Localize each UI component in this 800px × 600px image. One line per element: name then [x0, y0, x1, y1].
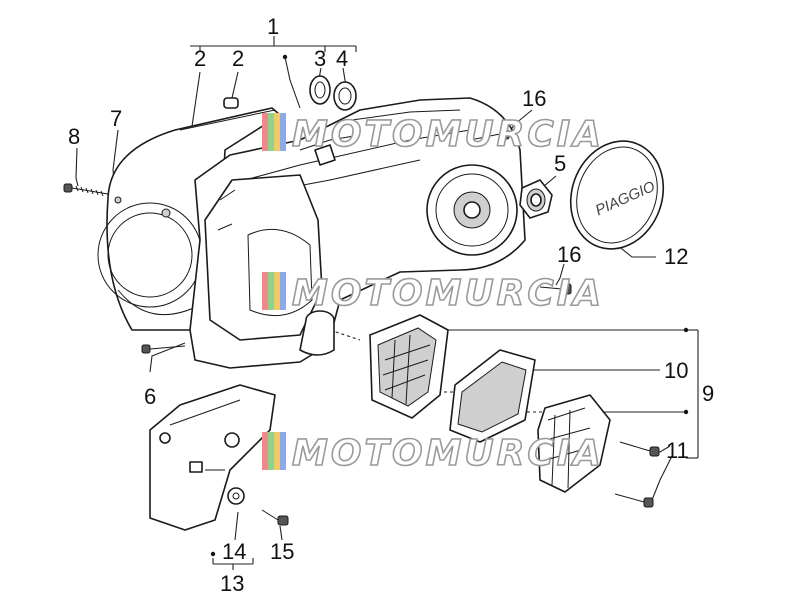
callout-3: 3	[314, 46, 326, 71]
callout-6: 6	[144, 384, 156, 409]
watermark: MOTOMURCIA MOTOMURCIA MOTOMURCIA	[262, 113, 604, 475]
screw-16-top	[469, 129, 510, 141]
callout-9: 9	[702, 381, 714, 406]
callout-2-right: 2	[232, 46, 244, 71]
watermark-stripe	[274, 113, 280, 151]
gasket-plate	[97, 107, 281, 331]
callout-13: 13	[220, 571, 244, 596]
callout-1: 1	[267, 14, 279, 39]
watermark-text: MOTOMURCIA	[292, 273, 604, 314]
watermark-text: MOTOMURCIA	[292, 114, 604, 155]
callout-4: 4	[336, 46, 348, 71]
filter-element	[449, 349, 536, 443]
callout-15: 15	[270, 539, 294, 564]
screw-6	[141, 344, 186, 354]
screw-8	[63, 183, 109, 197]
watermark-stripe	[274, 272, 280, 310]
spacer-14	[227, 487, 245, 505]
watermark-stripe	[280, 272, 286, 310]
callout-10: 10	[664, 358, 688, 383]
watermark-stripe	[268, 432, 274, 470]
callout-16-top: 16	[522, 86, 546, 111]
callout-12: 12	[664, 244, 688, 269]
screws-11	[614, 441, 660, 508]
watermark-stripe	[280, 432, 286, 470]
plug-5	[519, 179, 553, 219]
callout-11: 11	[666, 438, 689, 463]
watermark-stripe	[262, 113, 268, 151]
dowel-pin	[223, 97, 239, 109]
filter-housing-front	[537, 394, 611, 493]
watermark-stripe	[274, 432, 280, 470]
callout-labels: 1 2 2 3 4 7 8 16 5 12 16 6 10 9 11 14 15…	[68, 14, 714, 596]
callout-2-left: 2	[194, 46, 206, 71]
callout-16-middle: 16	[557, 242, 581, 267]
screw-16-middle	[539, 283, 572, 295]
callout-14: 14	[222, 539, 246, 564]
watermark-text: MOTOMURCIA	[292, 433, 604, 474]
seal-rings	[309, 75, 357, 111]
piaggio-cover: PIAGGIO	[569, 140, 665, 250]
callout-7: 7	[110, 106, 122, 131]
watermark-stripe	[280, 113, 286, 151]
screw-15	[261, 509, 289, 526]
filter-housing-rear	[369, 314, 449, 419]
lower-bracket	[149, 384, 276, 531]
callout-8: 8	[68, 124, 80, 149]
callout-5: 5	[554, 151, 566, 176]
watermark-stripe	[262, 432, 268, 470]
watermark-stripe	[268, 272, 274, 310]
watermark-stripe	[268, 113, 274, 151]
watermark-stripe	[262, 272, 268, 310]
